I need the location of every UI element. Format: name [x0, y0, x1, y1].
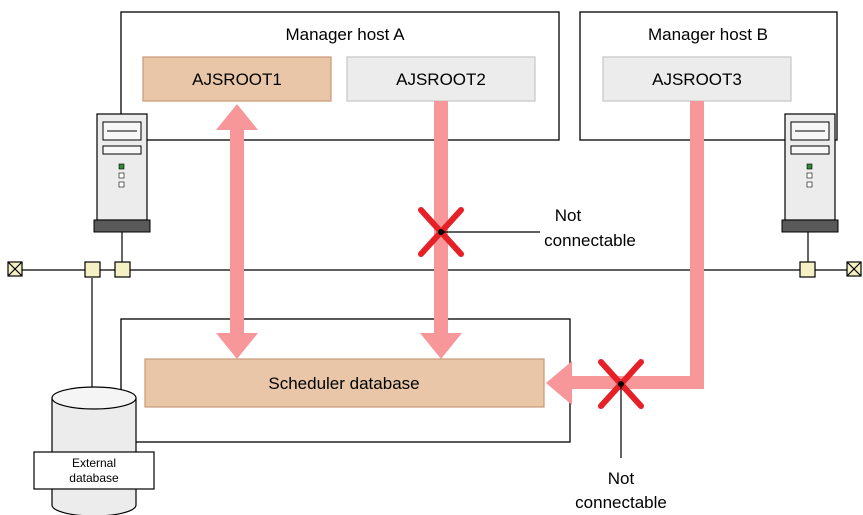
right-terminator-icon [846, 261, 862, 277]
arrow-ajsroot3-to-scheduler [546, 101, 704, 405]
server-tower-icon [93, 113, 151, 233]
network-port-host-a [114, 261, 131, 278]
ajsroot1-label: AJSROOT1 [192, 70, 282, 89]
left-terminator-icon [7, 261, 23, 277]
blocked-cross-icon [598, 359, 644, 458]
ajsroot2-box: AJSROOT2 [346, 56, 536, 102]
scheduler-database-box: Scheduler database [144, 358, 545, 408]
network-port-external-db [84, 261, 101, 278]
ajsroot1-box: AJSROOT1 [142, 56, 332, 102]
network-port-host-b [799, 261, 816, 278]
manager-host-b-title: Manager host B [648, 25, 768, 44]
ajsroot3-label: AJSROOT3 [652, 70, 742, 89]
external-database-label-line2: database [69, 471, 119, 485]
blocked-cross-icon [418, 207, 540, 257]
server-tower-icon [781, 113, 839, 233]
external-database-label-line1: External [72, 456, 116, 470]
ajsroot3-box: AJSROOT3 [602, 56, 792, 102]
database-cylinder-icon: External database [33, 386, 155, 515]
svg-text:connectable: connectable [544, 231, 636, 250]
svg-text:Not: Not [555, 206, 582, 225]
svg-text:connectable: connectable [575, 493, 667, 512]
double-arrow-connectable [216, 104, 258, 359]
not-connectable-label-1: Not connectable [544, 206, 636, 250]
scheduler-database-label: Scheduler database [268, 374, 419, 393]
svg-text:Not: Not [608, 469, 635, 488]
ajsroot2-label: AJSROOT2 [396, 70, 486, 89]
not-connectable-label-2: Not connectable [575, 469, 667, 512]
manager-host-a-title: Manager host A [285, 25, 405, 44]
